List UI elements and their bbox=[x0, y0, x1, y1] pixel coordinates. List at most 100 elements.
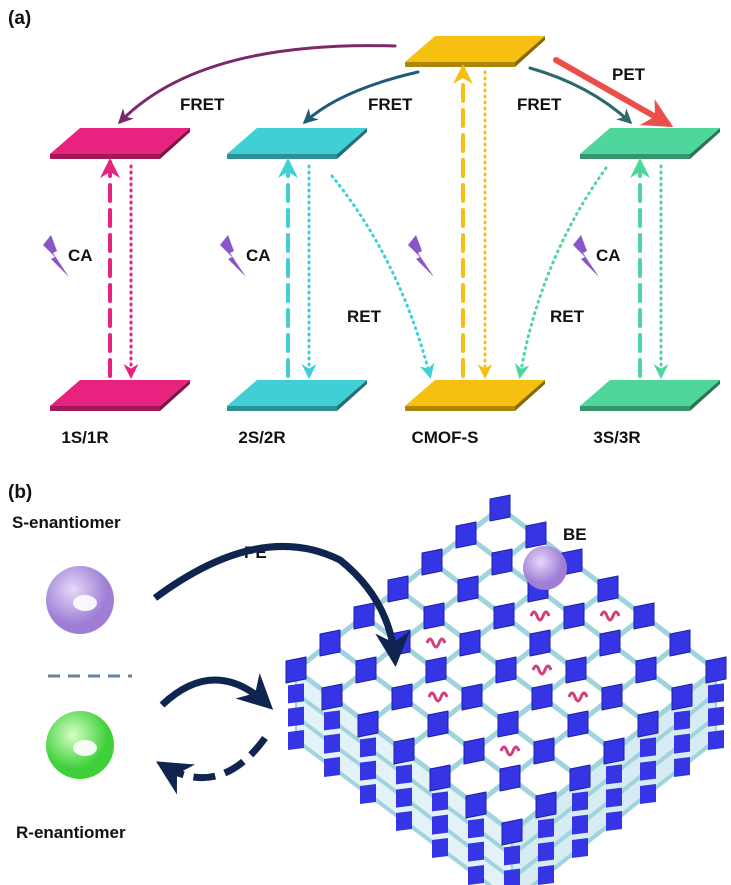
lattice-node bbox=[669, 629, 691, 657]
plate-top bbox=[50, 380, 190, 406]
lattice-wall-node bbox=[288, 706, 304, 727]
lattice-node bbox=[421, 548, 443, 576]
plate-top bbox=[227, 380, 367, 406]
lattice-wall-node bbox=[360, 760, 376, 781]
fret-arrow-cyan bbox=[302, 70, 420, 125]
lattice-wall-node bbox=[432, 814, 448, 835]
lattice-node bbox=[529, 629, 551, 657]
r-enantiomer-label: R-enantiomer bbox=[16, 823, 126, 842]
lattice-node bbox=[531, 683, 553, 711]
lattice-wall-node bbox=[572, 791, 588, 812]
lattice-node bbox=[567, 710, 589, 738]
fret-label-2: FRET bbox=[368, 95, 413, 114]
lattice-wall-node bbox=[288, 683, 304, 704]
plate-cmof-excited bbox=[405, 36, 545, 67]
plate-3s-3r-excited bbox=[580, 128, 720, 159]
panel-b-label: (b) bbox=[8, 482, 32, 503]
ret-arrow-right bbox=[514, 166, 608, 379]
lattice-node bbox=[457, 575, 479, 603]
lattice-node bbox=[563, 602, 585, 630]
bound-enantiomer-icon bbox=[523, 546, 567, 590]
lattice-node bbox=[393, 737, 415, 765]
ca-label-3: CA bbox=[596, 246, 621, 265]
lattice-wall-node bbox=[324, 757, 340, 777]
fret-label-3: FRET bbox=[517, 95, 562, 114]
lattice-wall-node bbox=[360, 737, 376, 758]
lattice-node bbox=[525, 521, 547, 549]
lattice-wall-node bbox=[538, 841, 554, 862]
lattice-wall-node bbox=[674, 757, 690, 777]
plate-top bbox=[405, 380, 545, 406]
lattice-node bbox=[501, 818, 523, 846]
lattice-node bbox=[423, 602, 445, 630]
plate-edge bbox=[50, 154, 160, 159]
lattice-wall-node bbox=[324, 733, 340, 754]
plate-edge bbox=[227, 406, 337, 411]
lattice-node bbox=[603, 737, 625, 765]
ret-arrow-left bbox=[330, 174, 435, 379]
plate-edge bbox=[580, 154, 690, 159]
lattice-node bbox=[285, 656, 307, 684]
binding-arrow bbox=[159, 673, 274, 710]
lattice-wall-node bbox=[538, 818, 554, 839]
ca-label-1: CA bbox=[68, 246, 93, 265]
fret-arrow-pink bbox=[117, 44, 397, 125]
plate-top bbox=[580, 380, 720, 406]
lattice-node bbox=[535, 791, 557, 819]
lattice-node bbox=[387, 575, 409, 603]
plate-edge bbox=[580, 406, 690, 411]
lattice-node bbox=[569, 764, 591, 792]
lattice-wall-node bbox=[468, 818, 484, 839]
s-enantiomer-label: S-enantiomer bbox=[12, 513, 121, 532]
guest-spring-icon bbox=[425, 637, 447, 649]
arrows bbox=[43, 44, 674, 379]
lattice-wall-node bbox=[432, 838, 448, 858]
lattice-node bbox=[637, 710, 659, 738]
torus-hole bbox=[73, 595, 97, 611]
plate-edge bbox=[405, 62, 515, 67]
lattice-wall-node bbox=[606, 764, 622, 785]
plate-2s-2r-ground bbox=[227, 380, 367, 411]
panel-a-label: (a) bbox=[8, 8, 31, 29]
plate-edge bbox=[227, 154, 337, 159]
panel-b-graphics bbox=[46, 542, 567, 795]
lightning-icon bbox=[573, 235, 599, 277]
guest-spring-icon bbox=[599, 610, 621, 622]
lattice-node bbox=[321, 683, 343, 711]
label-2s-2r: 2S/2R bbox=[238, 428, 285, 447]
lattice-wall-node bbox=[606, 811, 622, 831]
lattice-node bbox=[497, 710, 519, 738]
guest-spring-icon bbox=[567, 691, 589, 703]
lattice-node bbox=[391, 683, 413, 711]
lattice-wall-node bbox=[674, 733, 690, 754]
plate-edge bbox=[405, 406, 515, 411]
lattice-node bbox=[461, 683, 483, 711]
lattice-wall-node bbox=[538, 865, 554, 885]
lattice-node bbox=[491, 548, 513, 576]
lattice-node bbox=[705, 656, 727, 684]
plate-top bbox=[227, 128, 367, 154]
lattice-wall-node bbox=[674, 710, 690, 731]
be-label: BE bbox=[563, 525, 587, 544]
fret-arrow-green bbox=[528, 66, 633, 125]
lightning-icon bbox=[43, 235, 69, 277]
lattice-node bbox=[355, 656, 377, 684]
lattice-wall-node bbox=[396, 764, 412, 785]
s-enantiomer-icon bbox=[46, 566, 114, 634]
lattice-wall-node bbox=[708, 683, 724, 704]
lattice-wall-node bbox=[504, 868, 520, 885]
label-cmof-s: CMOF-S bbox=[411, 428, 478, 447]
plate-side bbox=[690, 380, 720, 411]
plate-side bbox=[160, 380, 190, 411]
plate-side bbox=[337, 380, 367, 411]
lightning-icon bbox=[408, 235, 434, 277]
lattice-node bbox=[425, 656, 447, 684]
lattice-node bbox=[633, 602, 655, 630]
pet-label: PET bbox=[612, 65, 646, 84]
plate-top bbox=[580, 128, 720, 154]
r-enantiomer-icon bbox=[46, 711, 114, 779]
lattice-wall-node bbox=[708, 730, 724, 750]
lattice-node bbox=[455, 521, 477, 549]
lattice-wall-node bbox=[288, 730, 304, 750]
fret-label-1: FRET bbox=[180, 95, 225, 114]
